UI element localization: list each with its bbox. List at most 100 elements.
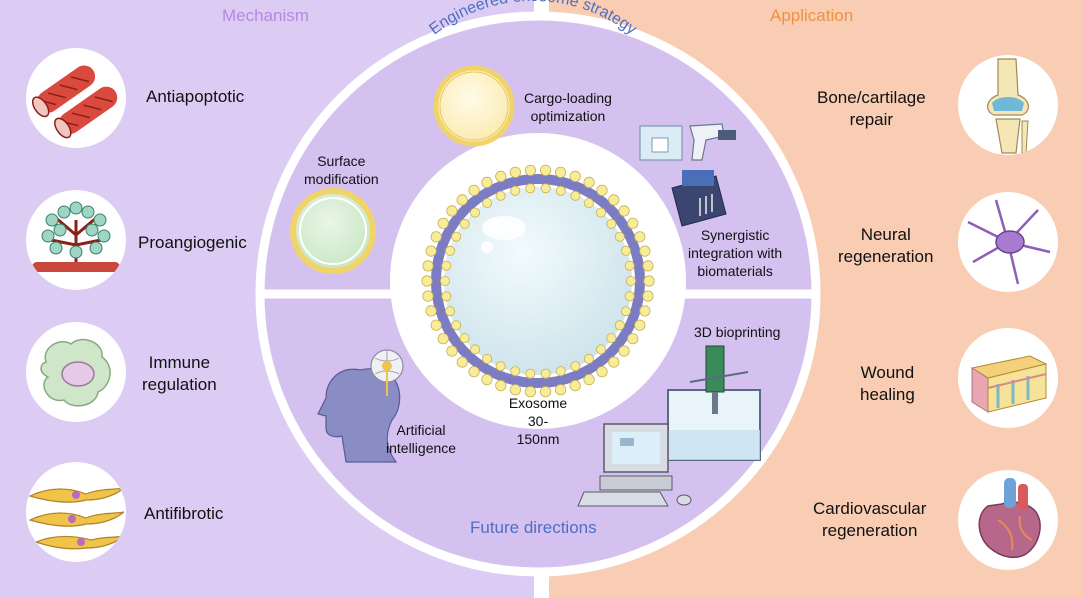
lipid-head-icon [583, 198, 594, 209]
mechanism-title: Mechanism [222, 6, 309, 25]
lipid-head-icon [539, 164, 552, 176]
lipid-head-icon [468, 184, 480, 196]
lipid-head-icon [437, 333, 449, 345]
lipid-head-icon [525, 368, 536, 379]
lipid-head-icon [608, 194, 620, 206]
lipid-head-icon [614, 320, 625, 331]
lipid-head-icon [509, 384, 522, 396]
knee-joint-icon [958, 55, 1058, 155]
application-label-neural-regeneration: Neural regeneration [838, 225, 934, 266]
lipid-head-icon [624, 260, 635, 271]
lipid-head-icon [441, 260, 452, 271]
mechanism-label-antifibrotic: Antifibrotic [144, 504, 224, 523]
lipid-head-icon [525, 183, 536, 194]
lipid-head-icon [569, 170, 581, 182]
lipid-head-icon [540, 368, 551, 379]
lipid-head-icon [639, 305, 651, 317]
lipid-head-icon [509, 166, 522, 178]
application-label-cardiovascular: Cardiovascular regeneration [813, 499, 927, 540]
future-label-3d-bioprinting: 3D bioprinting [694, 324, 781, 340]
loaded-vesicle-icon [433, 65, 515, 147]
lipid-head-icon [524, 386, 537, 398]
lipid-head-icon [618, 205, 630, 217]
lipid-head-icon [459, 218, 470, 229]
lab-equipment-icon [639, 123, 736, 227]
lipid-head-icon [469, 207, 480, 218]
lipid-head-icon [634, 231, 646, 243]
mechanism-label-antiapoptotic: Antiapoptotic [146, 87, 245, 106]
computer-icon [577, 423, 692, 507]
lipid-head-icon [634, 319, 646, 331]
lipid-head-icon [430, 319, 442, 331]
lipid-head-icon [446, 205, 458, 217]
lipid-head-icon [555, 366, 566, 377]
lipid-head-icon [621, 245, 632, 256]
ai-head-icon [317, 349, 404, 463]
lipid-head-icon [643, 275, 655, 287]
lipid-head-icon [606, 218, 617, 229]
lipid-head-icon [421, 275, 433, 287]
lipid-head-icon [444, 245, 455, 256]
lipid-head-icon [596, 344, 607, 355]
mechanism-label-proangiogenic: Proangiogenic [138, 233, 247, 252]
lipid-head-icon [430, 231, 442, 243]
lipid-head-icon [626, 275, 637, 286]
skin-tissue-icon [958, 328, 1058, 428]
lipid-head-icon [437, 217, 449, 229]
lipid-head-icon [439, 275, 450, 286]
lipid-head-icon [627, 217, 639, 229]
lipid-head-icon [596, 207, 607, 218]
lipid-head-icon [539, 386, 552, 398]
fibroblast-icon [26, 462, 126, 562]
neuron-icon [958, 192, 1058, 292]
lipid-head-icon [554, 166, 567, 178]
lipid-head-icon [570, 361, 581, 372]
lipid-head-icon [624, 291, 635, 302]
lipid-head-icon [482, 353, 493, 364]
lipid-head-icon [642, 260, 654, 272]
lipid-head-icon [596, 184, 608, 196]
lipid-head-icon [555, 185, 566, 196]
lipid-head-icon [441, 291, 452, 302]
strategy-label-surface-modification: Surface modification [304, 153, 379, 187]
lipid-head-icon [618, 345, 630, 357]
modified-vesicle-icon [290, 188, 376, 274]
lipid-head-icon [642, 290, 654, 302]
lipid-head-icon [481, 373, 493, 386]
lipid-head-icon [495, 379, 507, 392]
lipid-head-icon [510, 366, 521, 377]
lipid-head-icon [570, 190, 581, 201]
heart-icon [958, 470, 1058, 570]
lipid-head-icon [524, 164, 537, 176]
lipid-head-icon [444, 306, 455, 317]
exosome-icon [390, 133, 686, 429]
lipid-head-icon [482, 198, 493, 209]
blood-vessel-icon [26, 48, 126, 148]
macrophage-icon [26, 322, 126, 422]
future-label-artificial-intelligence: Artificial intelligence [386, 422, 457, 456]
lipid-head-icon [554, 384, 567, 396]
future-directions-title: Future directions [470, 518, 597, 537]
lipid-head-icon [606, 333, 617, 344]
lipid-head-icon [583, 373, 595, 386]
application-label-wound-healing: Wound healing [860, 363, 915, 404]
bioprinter-icon [667, 345, 761, 461]
application-title: Application [770, 6, 854, 25]
lipid-head-icon [446, 345, 458, 357]
lipid-head-icon [468, 366, 480, 378]
lipid-head-icon [495, 361, 506, 372]
strategy-label-cargo-loading: Cargo-loading optimization [524, 90, 612, 124]
lipid-head-icon [422, 290, 434, 302]
lipid-head-icon [425, 245, 437, 257]
lipid-head-icon [627, 333, 639, 345]
lipid-head-icon [614, 231, 625, 242]
lipid-head-icon [456, 194, 468, 206]
lipid-head-icon [608, 356, 620, 368]
lipid-head-icon [495, 170, 507, 182]
lipid-head-icon [451, 320, 462, 331]
application-label-bone-cartilage: Bone/cartilage repair [817, 88, 926, 129]
lipid-head-icon [422, 260, 434, 272]
lipid-head-icon [495, 190, 506, 201]
lipid-head-icon [569, 379, 581, 392]
